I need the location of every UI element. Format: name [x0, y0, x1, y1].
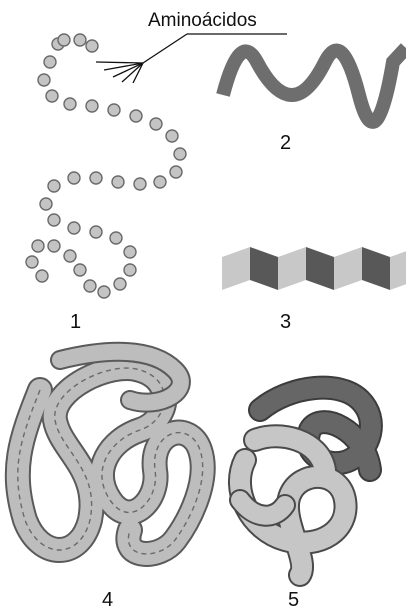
amino-acid-bead [86, 40, 98, 52]
amino-acid-bead [46, 90, 58, 102]
amino-acid-bead [150, 118, 162, 130]
beta-sheet-segment [250, 247, 278, 290]
amino-acid-bead [86, 100, 98, 112]
amino-acid-bead [68, 222, 80, 234]
amino-acid-bead [44, 56, 56, 68]
amino-acid-bead [48, 180, 60, 192]
panel-number-3: 3 [280, 312, 291, 332]
amino-acids-label: Aminoácidos [148, 11, 257, 30]
amino-acid-bead [154, 176, 166, 188]
amino-acid-bead [134, 178, 146, 190]
amino-acid-bead [124, 246, 136, 258]
amino-acid-bead [74, 34, 86, 46]
panel-number-4: 4 [102, 590, 113, 610]
amino-acid-bead [48, 214, 60, 226]
beta-sheet-segment [222, 247, 250, 290]
amino-acid-bead [108, 104, 120, 116]
panel-number-5: 5 [288, 590, 299, 610]
amino-acid-bead [112, 176, 124, 188]
tertiary-structure [18, 352, 203, 554]
amino-acid-bead [130, 110, 142, 122]
amino-acid-bead [48, 240, 60, 252]
amino-acid-bead [58, 34, 70, 46]
amino-acid-bead [98, 286, 110, 298]
amino-acid-bead [74, 264, 86, 276]
amino-acid-bead [40, 198, 52, 210]
amino-acid-bead [170, 166, 182, 178]
beta-sheet-strip [222, 247, 406, 290]
amino-acid-bead [174, 148, 186, 160]
amino-acid-bead [110, 232, 122, 244]
beta-sheet-segment [362, 247, 390, 290]
panel-number-1: 1 [70, 312, 81, 332]
amino-acid-chain [26, 34, 186, 298]
amino-acid-bead [114, 278, 126, 290]
alpha-helix-ribbon [223, 48, 406, 122]
amino-acid-bead [38, 74, 50, 86]
amino-acid-bead [26, 256, 38, 268]
amino-acid-bead [90, 172, 102, 184]
beta-sheet-segment [278, 247, 306, 290]
amino-acid-bead [68, 172, 80, 184]
amino-acid-bead [90, 226, 102, 238]
amino-acid-bead [32, 240, 44, 252]
beta-sheet-segment [390, 247, 406, 290]
panel-number-2: 2 [280, 133, 291, 153]
amino-acid-bead [166, 130, 178, 142]
amino-acid-bead [84, 280, 96, 292]
amino-acid-bead [64, 250, 76, 262]
beta-sheet-segment [334, 247, 362, 290]
amino-acid-bead [36, 270, 48, 282]
amino-acid-bead [124, 264, 136, 276]
beta-sheet-segment [306, 247, 334, 290]
amino-acid-bead [64, 98, 76, 110]
quaternary-structure [240, 388, 371, 575]
